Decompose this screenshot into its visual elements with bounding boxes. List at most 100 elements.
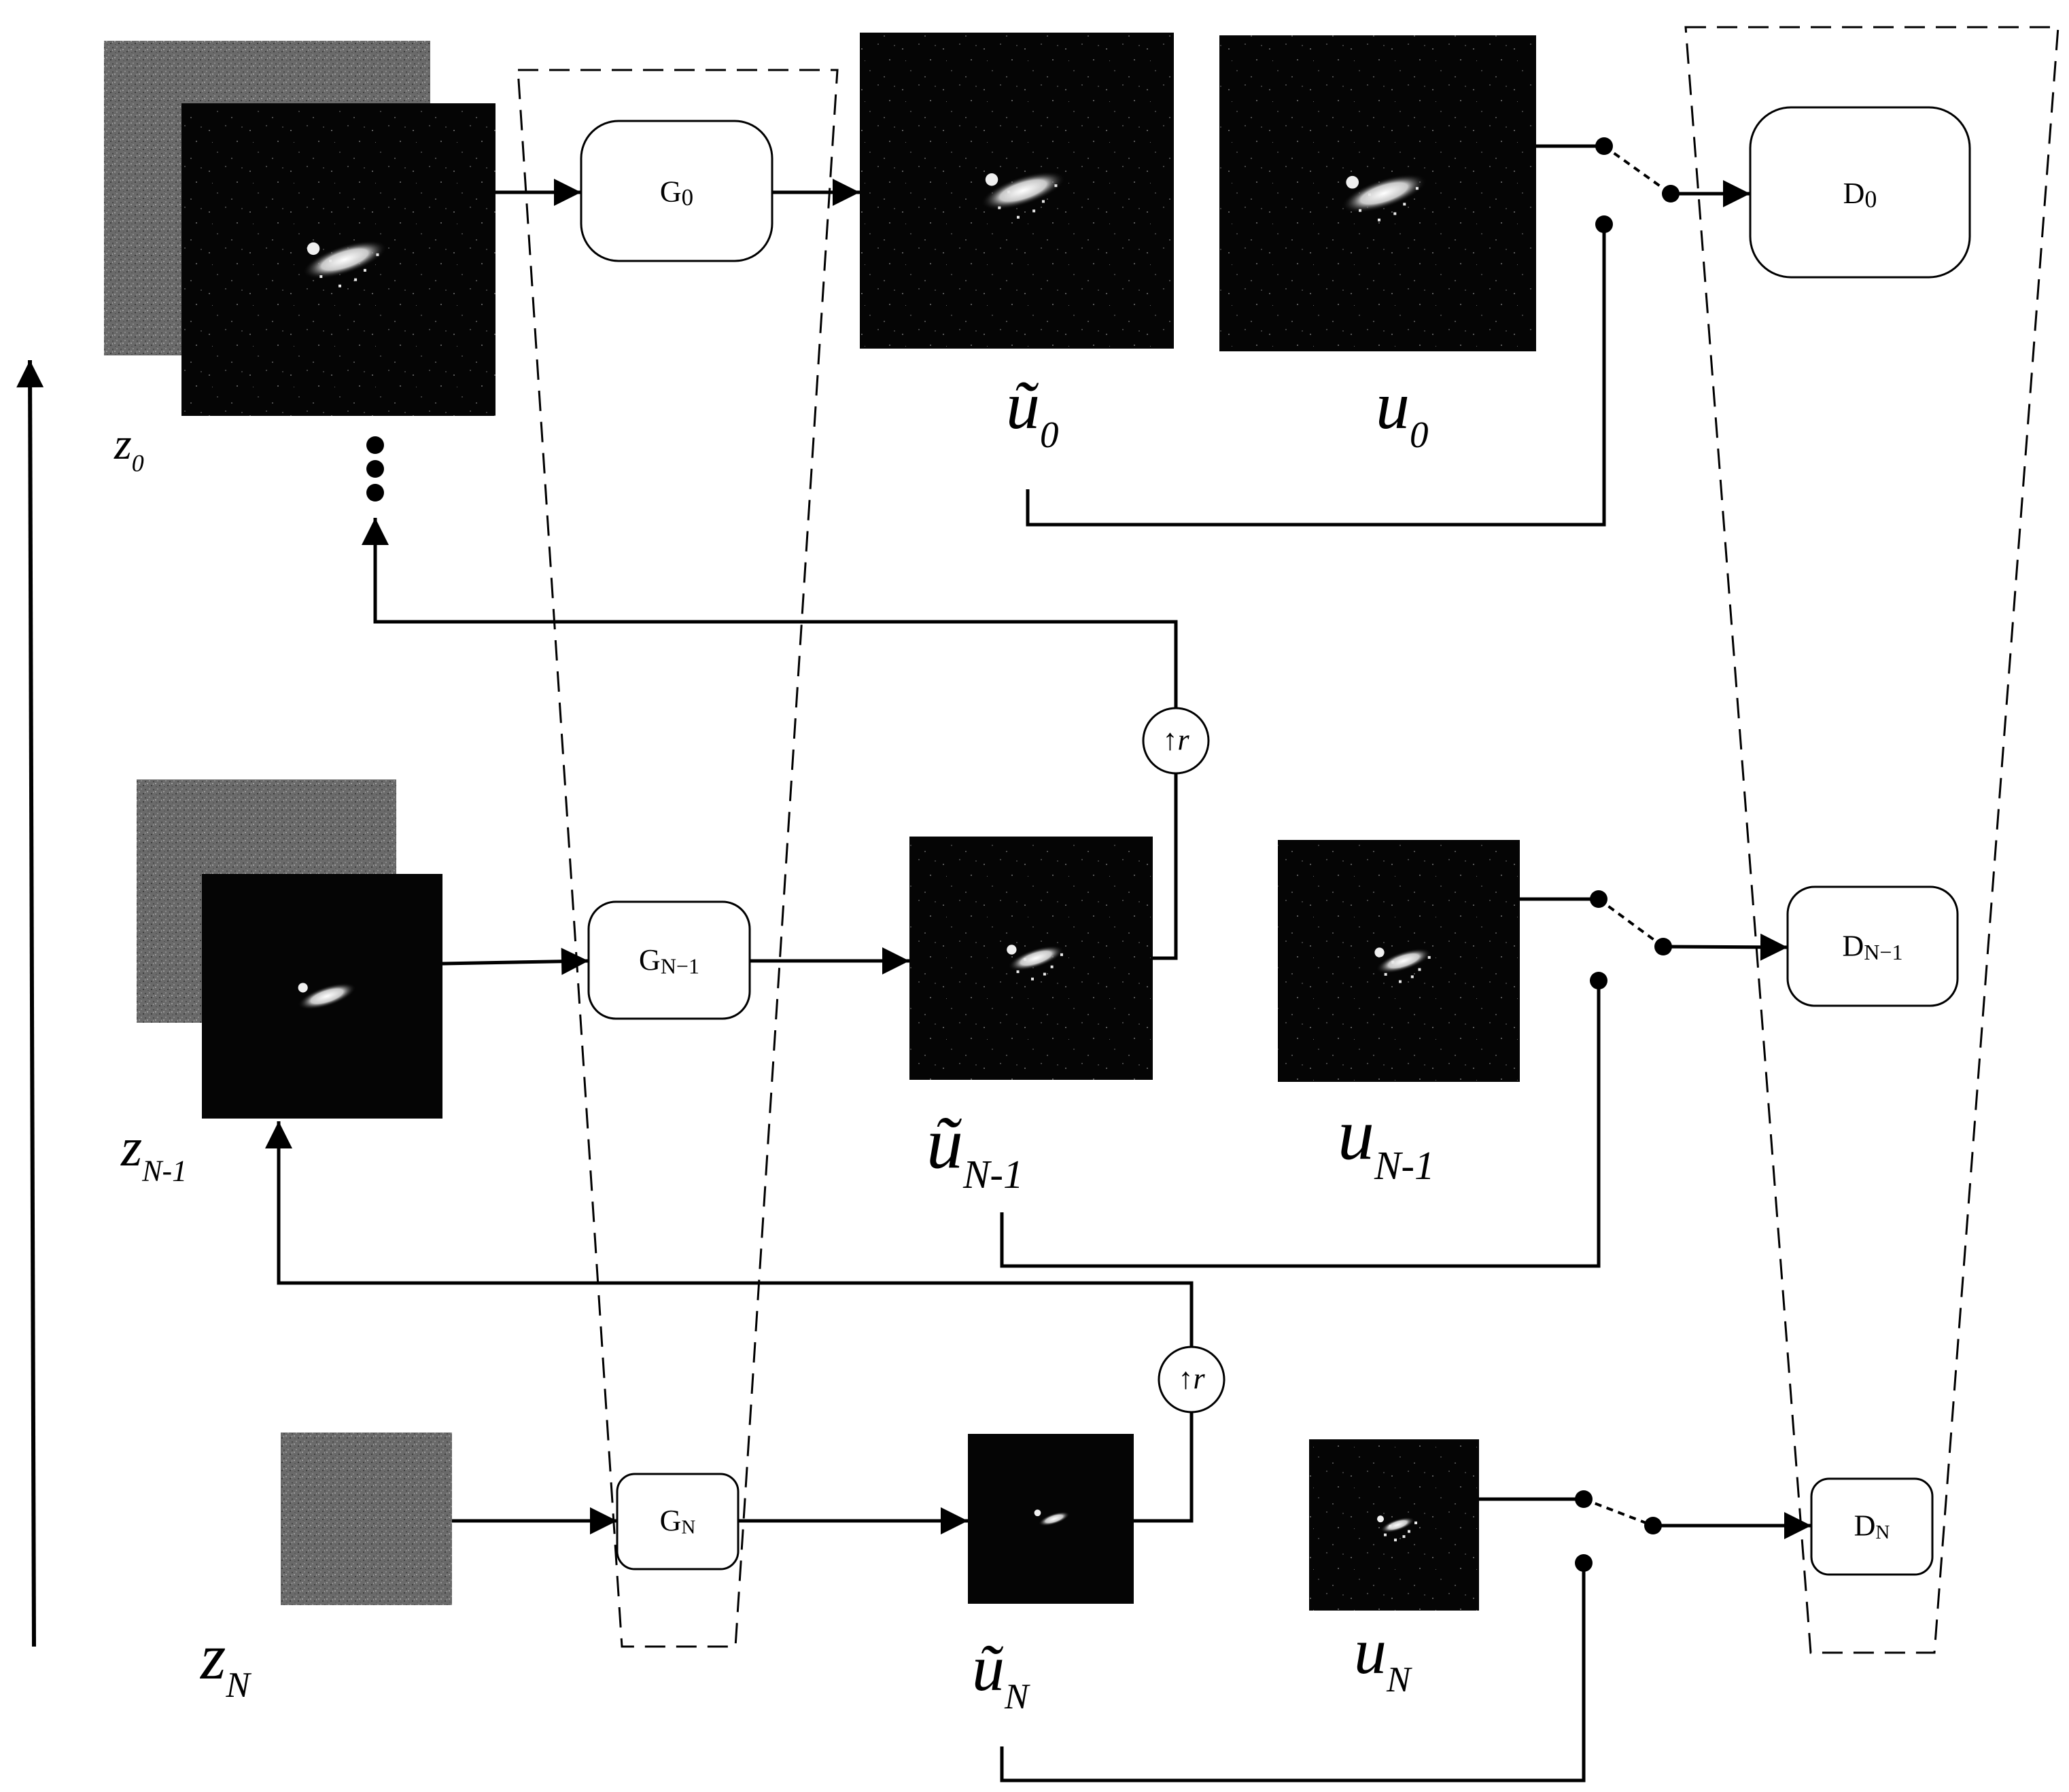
label-z0-subscript: 0 [132,449,144,476]
input-image-row0 [181,103,495,416]
upsample-node-rowN-1-arrow: ↑ [1162,723,1177,756]
switchN-1-dashed [1597,898,1665,948]
generator-box-gN-letter: G [660,1504,682,1537]
real-image-uN-speckle-5 [1402,1535,1406,1539]
generated-image-u0-speckle-2 [1041,200,1045,203]
input-image-row0-speckle-0 [319,275,323,278]
generator-box-g0-label: G0 [660,175,693,211]
label-zN-symbol: z [199,1620,226,1693]
real-image-u0-speckle-0 [1359,209,1362,212]
generator-box-g0-letter: G [660,175,682,208]
discriminator-box-dN: DN [1810,1477,1934,1576]
generator-box-gN: GN [616,1473,740,1570]
label-uN-symbol: u [1354,1615,1387,1687]
discriminator-box-d0-label: D0 [1843,177,1877,213]
real-image-uN-1-blob [1376,948,1431,974]
upsample-node-rowN-1-factor: r [1177,723,1189,756]
label-u0: u0 [1376,368,1429,455]
upsample-node-rowN: ↑r [1158,1346,1225,1413]
generated-image-u0-speckle-1 [1017,215,1020,219]
generated-image-uN-spot [1034,1509,1041,1517]
ellipsis-dot-2 [366,460,384,478]
real-image-uN [1309,1439,1479,1611]
label-u-tilde-0-symbol: ũ [1006,368,1040,443]
label-u0-subscript: 0 [1410,414,1429,455]
label-u-tilde-N-1-subscript: N-1 [962,1152,1024,1197]
upsample-node-rowN-1: ↑r [1142,707,1210,775]
generator-box-gN-1-rect [587,900,751,1020]
upsample-node-rowN-label: ↑r [1178,1362,1205,1395]
label-u0-symbol: u [1376,368,1410,443]
discriminator-box-dN-letter: D [1854,1509,1876,1542]
discriminator-box-dN-subscript: N [1875,1522,1890,1543]
input-image-row0-speckle-3 [376,253,379,256]
generator-pyramid-frame [517,69,839,1648]
real-image-uN-1-speckle-5 [1410,975,1414,979]
discriminator-box-d0-letter: D [1843,177,1865,210]
upsample-node-rowN-1-circle [1142,707,1210,775]
generator-box-gN-subscript: N [681,1517,695,1539]
discriminator-box-d0-subscript: 0 [1864,186,1877,213]
generated-image-uN-1-spot [1007,945,1017,955]
dashed-frames [517,26,2059,1654]
real-image-u0-blob [1341,174,1427,213]
connectors [16,137,1811,1782]
label-u-tilde-N-1-symbol: ũ [926,1103,963,1184]
arrow-inputN-1-to-gN-1 [442,947,589,975]
upsample-node-rowN-1-label: ↑r [1162,723,1189,756]
upsample-node-rowN-factor: r [1193,1362,1205,1395]
input-image-row0-speckle-4 [329,260,332,262]
real-image-u0 [1219,35,1536,351]
label-u-tilde-N-1: ũN-1 [926,1103,1024,1197]
real-image-u0-spot [1346,175,1359,189]
real-image-uN-speckle-0 [1384,1533,1387,1536]
label-u-tilde-N-symbol: ũ [972,1632,1005,1704]
label-zN-1: zN-1 [120,1118,187,1187]
label-u-tilde-N-subscript: N [1004,1677,1030,1717]
input-image-row0-spot [307,242,320,256]
label-uN-subscript: N [1386,1660,1412,1700]
generated-image-u0-blob [981,171,1066,210]
input-image-rowN-1-spot [298,983,308,993]
label-u-tilde-0-subscript: 0 [1040,414,1059,455]
label-uN-1: uN-1 [1338,1094,1435,1188]
input-image-row0-speckle-5 [354,278,358,281]
real-image-uN-spot [1377,1515,1384,1523]
generated-image-uN-1 [909,837,1153,1080]
real-image-uN-speckle-2 [1408,1530,1410,1533]
label-z0: z0 [114,419,144,476]
generator-box-gN-1-letter: G [639,943,661,977]
generated-image-uN-1-blob [1008,945,1064,971]
switchN-dashed [1583,1498,1654,1527]
real-image-u0-speckle-5 [1393,212,1397,215]
generator-box-gN-1: GN−1 [587,900,751,1020]
discriminator-box-dN-1: DN−1 [1786,885,1959,1007]
label-zN-subscript: N [225,1666,251,1705]
ellipsis-dot-3 [366,484,384,502]
feedback-line-rowN [1000,1563,1586,1782]
discriminator-box-dN-rect [1810,1477,1934,1576]
real-image-u0-speckle-3 [1415,187,1419,190]
generated-image-uN-1-speckle-2 [1050,965,1054,968]
generated-image-uN-1-speckle-4 [1024,958,1027,961]
upsample-node-rowN-circle [1158,1346,1225,1413]
ellipsis-dot-1 [366,436,384,454]
real-image-uN-speckle-3 [1414,1521,1417,1524]
feedback-line-rowN-1 [1000,981,1601,1268]
feedback-line-row0 [1026,224,1606,527]
discriminator-box-dN-label: DN [1854,1509,1890,1543]
label-zN-1-subscript: N-1 [141,1154,187,1187]
label-zN: zN [199,1620,251,1705]
label-uN-1-symbol: u [1338,1094,1374,1175]
generated-image-uN-1-speckle-3 [1060,953,1063,956]
real-image-u0-speckle-4 [1368,193,1372,196]
generator-box-g0-subscript: 0 [682,184,694,211]
real-image-uN-1-speckle-1 [1399,980,1402,983]
switch0-dashed [1603,145,1672,195]
generated-image-uN-1-speckle-5 [1043,972,1046,976]
real-image-uN-1-speckle-0 [1384,972,1387,976]
real-image-uN-1-spot [1374,947,1385,958]
input-image-row0-speckle-1 [338,284,341,287]
generated-image-uN [968,1434,1134,1604]
